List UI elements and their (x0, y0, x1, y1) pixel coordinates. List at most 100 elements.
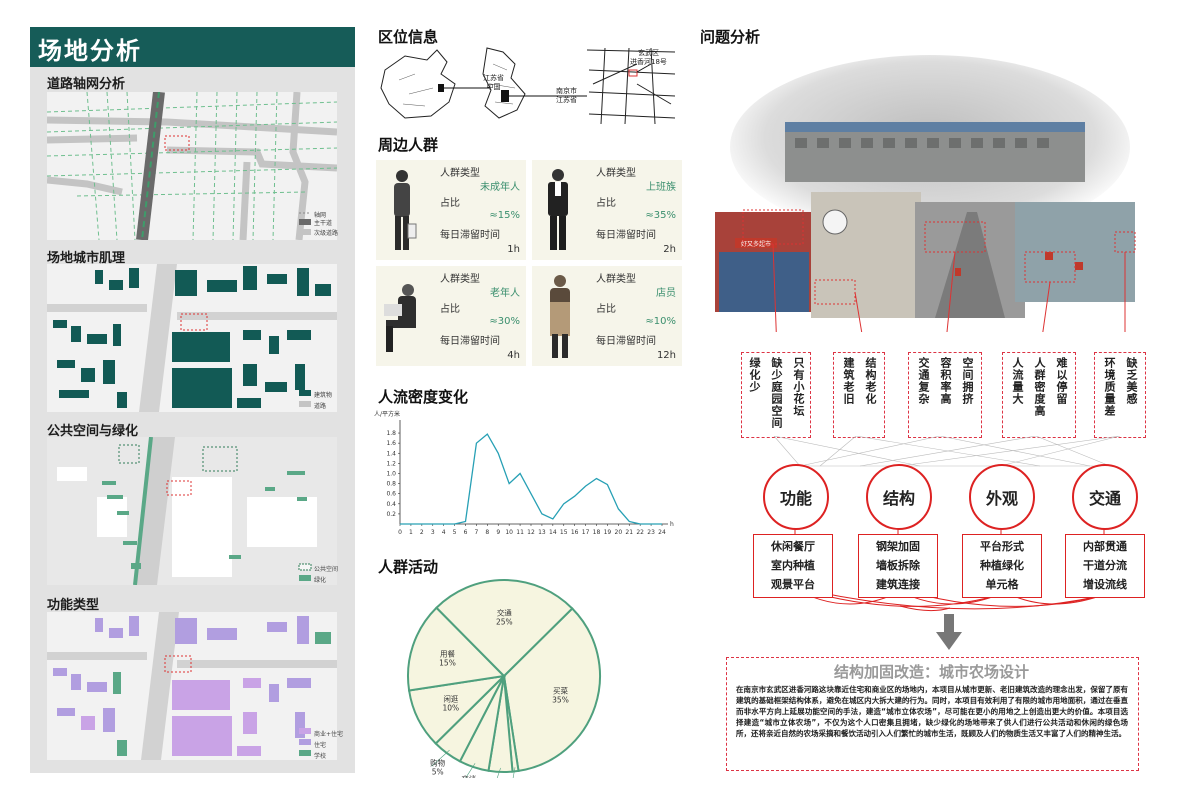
china-label: 江苏省 中国 (483, 74, 504, 91)
urban-fabric-map (47, 264, 337, 412)
road-grid-map (47, 92, 337, 240)
crowd-title: 周边人群 (378, 136, 439, 154)
pie-label: 闲逛 (443, 694, 458, 704)
secondary-roads (47, 92, 337, 240)
x-tick-label: 7 (475, 529, 479, 536)
y-tick-label: 1.8 (386, 430, 396, 437)
site-marker (164, 655, 192, 673)
location-title: 区位信息 (378, 28, 439, 46)
activity-title: 人群活动 (378, 558, 439, 576)
page-title: 场地分析 (38, 37, 142, 65)
urban-fabric-drawing (47, 264, 337, 412)
alley-photo (811, 192, 921, 318)
pie-leader-line (431, 749, 450, 767)
x-tick-label: 14 (549, 529, 557, 536)
x-tick-label: 23 (647, 529, 655, 536)
jiangsu-marker (438, 84, 444, 92)
solution-box-structure: 钢架加固 墙板拆除 建筑连接 (858, 534, 938, 598)
issue-box-4: 难以停留 人群密度高 人流量大 (1002, 352, 1076, 438)
y-tick-label: 0.2 (386, 511, 396, 518)
category-appearance: 外观 (969, 464, 1035, 530)
crowd-card-minor: 人群类型 未成年人 占比 ≈15% 每日滞留时间 1h (376, 160, 526, 260)
x-tick-label: 16 (571, 529, 579, 536)
crowd-card-elderly: 人群类型 老年人 占比 ≈30% 每日滞留时间 4h (376, 266, 526, 366)
pie-label: 购物 (430, 757, 445, 767)
x-tick-label: 21 (625, 529, 633, 536)
issue-box-5: 缺乏美感 环境质量差 (1094, 352, 1146, 438)
y-tick-label: 1.0 (386, 470, 396, 477)
down-arrow-icon (936, 614, 962, 650)
section-label-road-grid: 道路轴网分析 (47, 77, 126, 92)
person-figure-icon (548, 169, 568, 250)
public-space-areas (118, 444, 238, 472)
density-line (400, 433, 662, 525)
pie-slice (502, 607, 601, 773)
legend-main-road: 主干道 (314, 220, 333, 227)
pie-leader-line (496, 767, 501, 778)
site-label: 玄武区 进香河18号 (630, 49, 667, 66)
green-strip (133, 437, 153, 585)
site-marker (164, 135, 190, 151)
pie-label: 用餐 (440, 649, 455, 658)
x-tick-label: 12 (527, 529, 535, 536)
location-maps (380, 47, 676, 125)
crowd-card-office: 人群类型 上班族 占比 ≈35% 每日滞留时间 2h (532, 160, 682, 260)
pie-label: 买菜 (553, 686, 568, 696)
x-tick-label: 9 (496, 529, 500, 536)
y-tick-label: 0.6 (386, 491, 396, 498)
public-space-legend (298, 563, 312, 581)
issue-box-2: 结构老化 建筑老旧 (833, 352, 885, 438)
pie-value-label: 10% (442, 704, 459, 713)
x-tick-label: 24 (658, 529, 666, 536)
category-traffic: 交通 (1072, 464, 1138, 530)
legend-school: 学校 (314, 753, 327, 760)
function-drawing (47, 612, 337, 760)
person-figure-icon (384, 284, 416, 352)
x-tick-label: 20 (615, 529, 623, 536)
pie-slice (435, 579, 574, 678)
person-figure-icon (394, 170, 417, 250)
site-marker (166, 480, 192, 496)
pie-label: 交谈 (461, 773, 476, 778)
public-space-drawing (47, 437, 337, 585)
issue-box-1: 只有小花坛 缺少庭园空间 绿化少 (741, 352, 811, 438)
jiangsu-label: 南京市 江苏省 (556, 87, 577, 104)
legend-axis: 轴网 (314, 212, 327, 219)
summary-box (726, 657, 1139, 771)
site-location-marker (628, 69, 638, 77)
legend-residential: 住宅 (314, 742, 327, 749)
x-tick-label: 5 (453, 529, 457, 536)
x-tick-label: 22 (636, 529, 644, 536)
buildings (53, 266, 331, 408)
legend-road: 道路 (314, 403, 327, 410)
x-tick-label: 8 (485, 529, 489, 536)
pie-leader-line (512, 767, 516, 778)
x-tick-label: 18 (593, 529, 601, 536)
problem-title: 问题分析 (700, 28, 761, 46)
category-structure: 结构 (866, 464, 932, 530)
solution-box-appearance: 平台形式 种植绿化 单元格 (962, 534, 1042, 598)
public-space-map (47, 437, 337, 585)
pie-slice (407, 606, 507, 692)
legend-secondary-road: 次级道路 (314, 230, 339, 237)
title-band (30, 27, 355, 67)
x-tick-label: 2 (420, 529, 424, 536)
site-marker (180, 313, 208, 331)
summary-body: 在南京市玄武区进香河路这块靠近住宅和商业区的场地内，本项目从城市更新、老旧建筑改… (736, 685, 1128, 738)
x-tick-label: 17 (582, 529, 590, 536)
y-tick-label: 0.4 (386, 501, 396, 508)
x-tick-label: 15 (560, 529, 568, 536)
y-tick-label: 0.8 (386, 481, 396, 488)
road-grid-drawing (47, 92, 337, 240)
solution-box-function: 休闲餐厅 室内种植 观景平台 (753, 534, 833, 598)
legend-green: 绿化 (314, 577, 327, 584)
x-axis-label: h (670, 521, 674, 528)
function-legend (299, 728, 311, 756)
nanjing-marker (501, 90, 509, 102)
legend-commercial-residential: 商业+住宅 (314, 731, 344, 738)
x-tick-label: 1 (409, 529, 413, 536)
y-tick-label: 1.2 (386, 460, 396, 467)
axis-grid-lines (47, 92, 337, 240)
china-map (380, 49, 456, 119)
